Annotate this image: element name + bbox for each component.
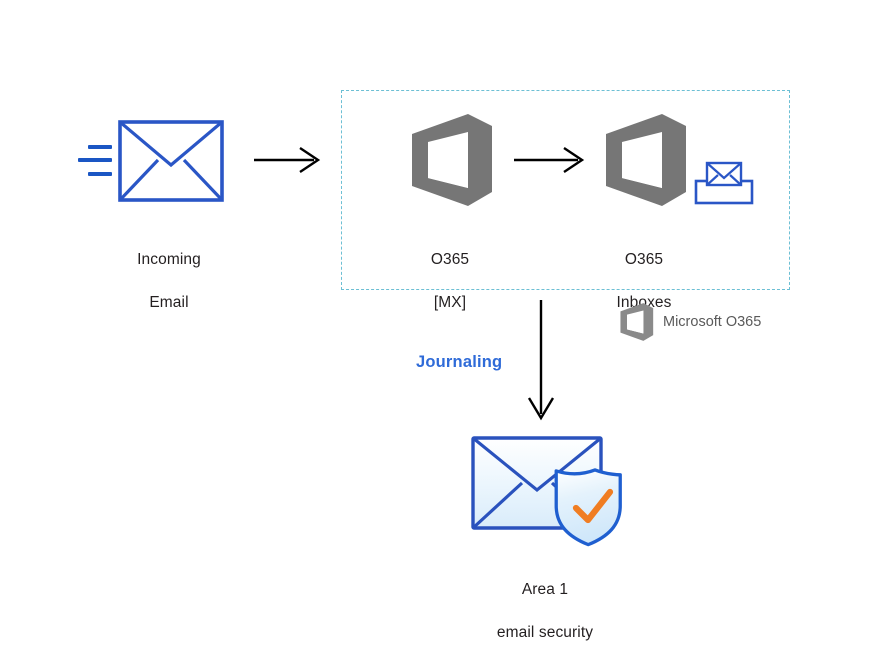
caption-line-1: Incoming bbox=[137, 251, 201, 269]
area1-secure-email-shield-icon bbox=[470, 432, 630, 550]
arrow-incoming-to-o365mx bbox=[254, 146, 321, 174]
caption-line-1: O365 bbox=[430, 251, 470, 269]
caption-line-1: O365 bbox=[624, 251, 664, 269]
legend-microsoft-o365: Microsoft O365 bbox=[618, 302, 761, 342]
o365-inboxes-logo-icon bbox=[600, 112, 688, 208]
journaling-edge-label: Journaling bbox=[416, 353, 503, 371]
inbox-tray-icon bbox=[694, 159, 754, 205]
o365-boundary-zone bbox=[341, 90, 790, 290]
arrow-journaling-down bbox=[527, 300, 555, 421]
caption-line-2: Email bbox=[149, 294, 189, 312]
caption-line-1: Area 1 bbox=[521, 581, 569, 599]
caption-line-2: [MX] bbox=[433, 294, 467, 312]
microsoft-o365-logo-icon bbox=[618, 302, 654, 342]
o365-mx-caption: O365 [MX] bbox=[380, 228, 520, 335]
speed-line-middle bbox=[78, 158, 112, 162]
o365-inboxes-caption: O365 Inboxes bbox=[574, 228, 714, 335]
speed-line-bottom bbox=[88, 172, 112, 176]
incoming-email-caption: Incoming Email bbox=[98, 228, 240, 335]
o365-mx-logo-icon bbox=[406, 112, 494, 208]
caption-line-2: Inboxes bbox=[616, 294, 672, 312]
incoming-email-envelope-icon bbox=[118, 120, 224, 202]
arrow-o365mx-to-inboxes bbox=[514, 146, 585, 174]
speed-line-top bbox=[88, 145, 112, 149]
caption-line-2: email security bbox=[496, 624, 594, 642]
legend-label: Microsoft O365 bbox=[663, 314, 762, 330]
area1-caption: Area 1 email security bbox=[474, 558, 616, 653]
